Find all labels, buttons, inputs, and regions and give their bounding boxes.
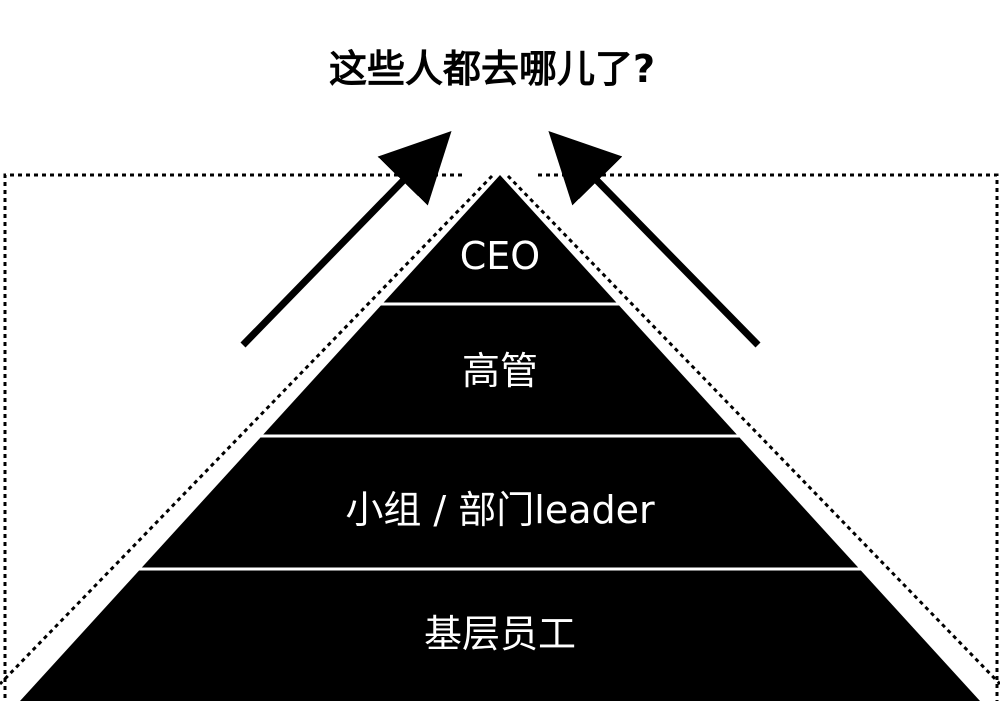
tier-label-ceo: CEO xyxy=(460,234,540,278)
dotted-pyramid-edge-right xyxy=(506,174,1000,686)
tier-label-executives: 高管 xyxy=(462,349,538,393)
diagram-title: 这些人都去哪儿了? xyxy=(329,47,655,91)
dotted-frame-right xyxy=(538,173,999,701)
arrow-left-icon xyxy=(240,130,452,348)
dotted-frame-left xyxy=(3,173,462,701)
arrow-right-icon xyxy=(548,130,761,348)
dotted-pyramid-edge-left xyxy=(0,174,494,686)
tier-label-team-leaders: 小组 / 部门leader xyxy=(345,488,655,532)
tier-label-staff: 基层员工 xyxy=(424,612,576,656)
